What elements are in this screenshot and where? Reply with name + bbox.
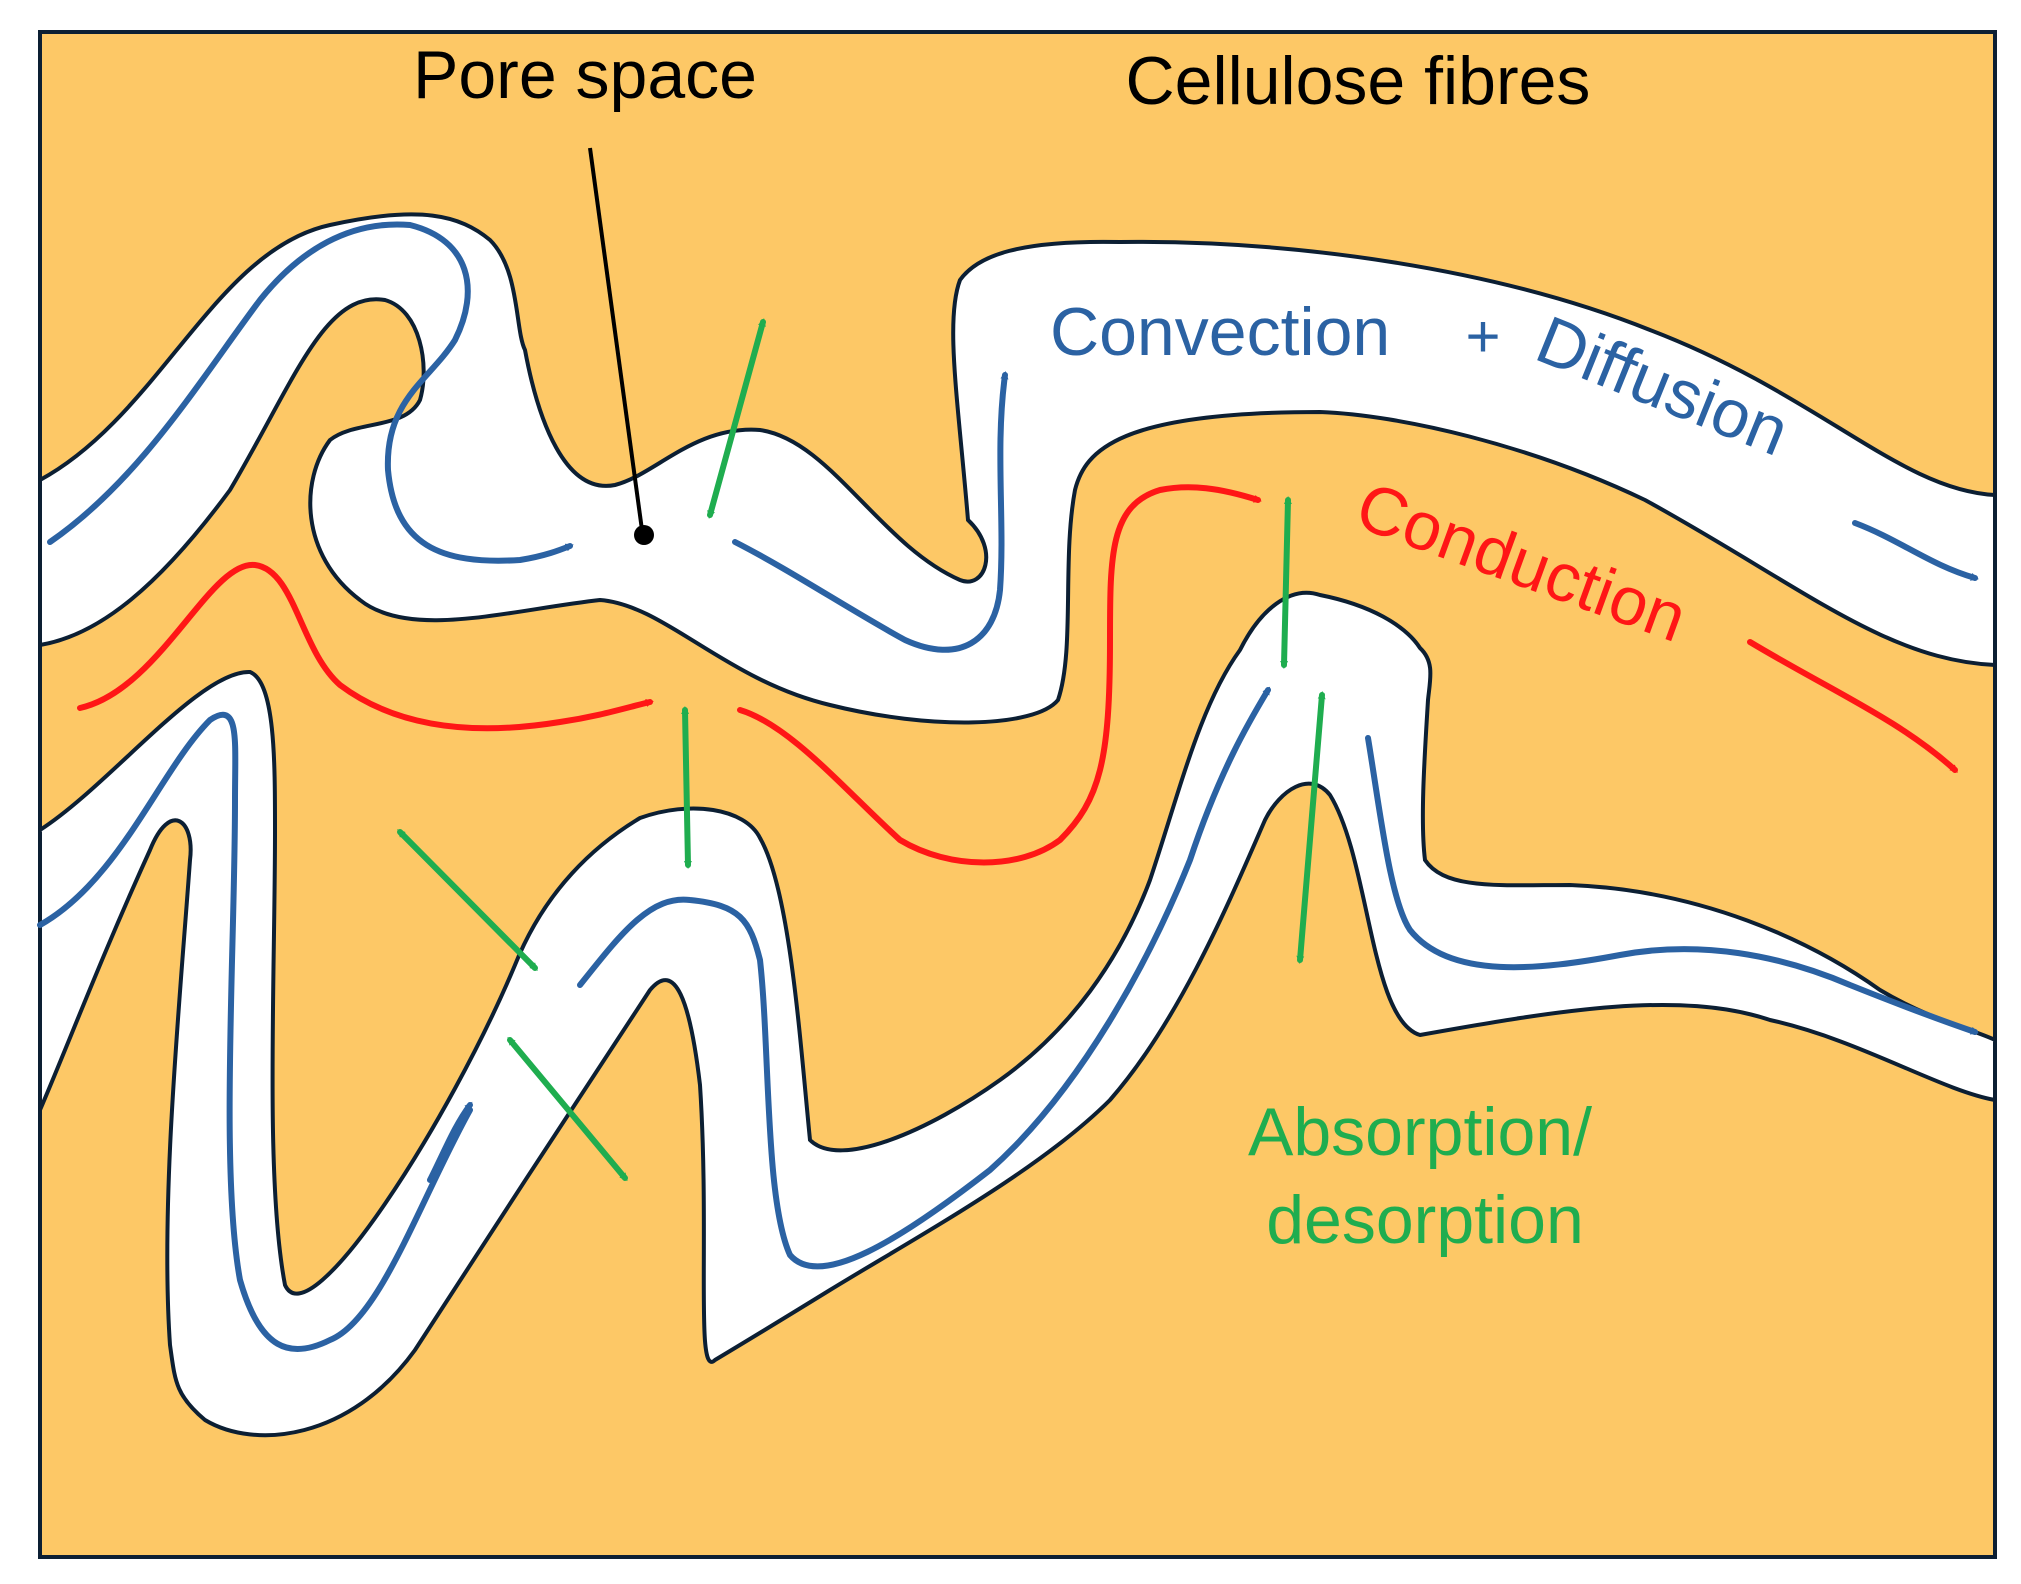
absorption-arrow-right-upper (1280, 496, 1292, 669)
conduction-flow-lines (77, 484, 1958, 866)
convection-stream-lower-middle (577, 686, 1271, 1270)
pore-space-label: Pore space (413, 37, 757, 113)
pore-space-pointer (588, 147, 654, 545)
pore-space-marker-dot (634, 525, 654, 545)
convection-stream-upper-right (732, 371, 1009, 653)
absorption-arrow-middle (681, 706, 692, 869)
upper-pore-channel (38, 212, 1997, 725)
absorption-arrow-top (707, 318, 766, 519)
absorption-label-line1: Absorption/ (1248, 1094, 1592, 1170)
convection-label: Convection (1050, 294, 1390, 370)
plus-label: + (1465, 303, 1500, 370)
conduction-path-right (1747, 639, 1958, 773)
convection-stream-lower-left-arrow (427, 1101, 473, 1183)
diffusion-stream-right (1852, 520, 1979, 581)
convection-stream-lower-left (37, 711, 473, 1353)
pore-space-leader-line (588, 147, 644, 531)
cellulose-fibres-label: Cellulose fibres (1126, 43, 1591, 119)
absorption-label-line2: desorption (1266, 1182, 1584, 1258)
convection-stream-lower-right (1365, 735, 1979, 1035)
convection-stream-upper-left (47, 221, 574, 564)
absorption-arrow-right-lower (1296, 691, 1326, 964)
conduction-path-left (77, 561, 654, 732)
absorption-arrow-left-lower (507, 1036, 628, 1182)
convection-diffusion-flow-lines (37, 221, 1979, 1353)
conduction-path-middle (737, 484, 1262, 866)
absorption-desorption-arrows (397, 318, 1326, 1182)
absorption-arrow-left-upper (397, 829, 538, 971)
